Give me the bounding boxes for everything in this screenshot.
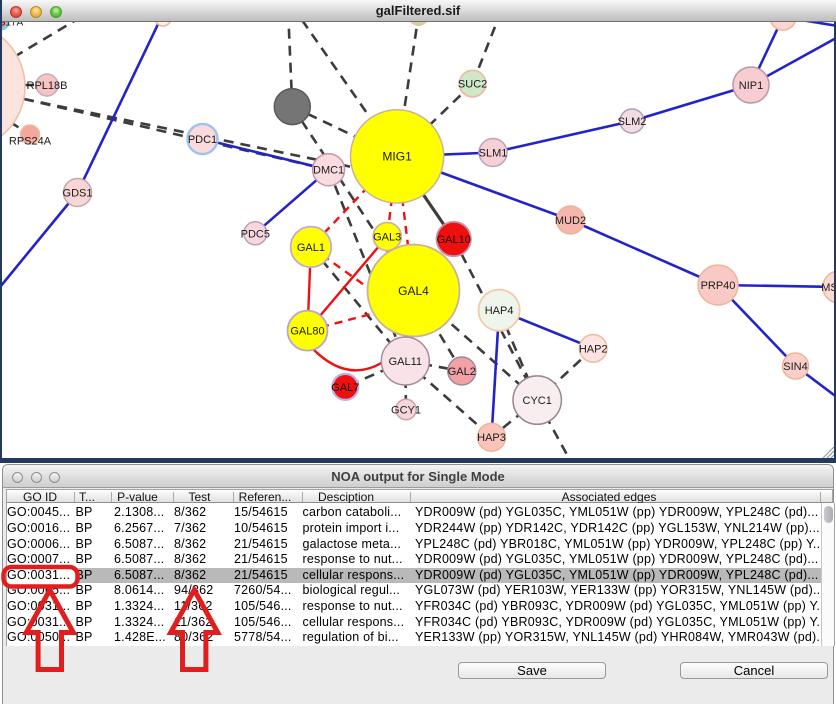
svg-text:GAL80: GAL80: [290, 326, 324, 338]
svg-text:CYC1: CYC1: [523, 395, 552, 407]
svg-text:GAL7: GAL7: [331, 382, 359, 394]
svg-text:SIN4: SIN4: [783, 361, 807, 373]
svg-text:SLM2: SLM2: [618, 116, 647, 128]
svg-text:SLM1: SLM1: [479, 148, 508, 160]
svg-text:HAP4: HAP4: [485, 305, 514, 317]
svg-text:GAL10: GAL10: [437, 234, 471, 246]
svg-text:MIG1: MIG1: [382, 150, 412, 164]
svg-text:PRP40: PRP40: [701, 280, 736, 292]
svg-text:SUC2: SUC2: [458, 79, 487, 91]
svg-text:NIP1: NIP1: [739, 80, 763, 92]
svg-text:GAL11: GAL11: [389, 356, 422, 368]
svg-text:GAL2: GAL2: [448, 366, 476, 378]
svg-text:PDC5: PDC5: [241, 228, 270, 240]
svg-text:PDC1: PDC1: [188, 134, 217, 146]
svg-text:GCY1: GCY1: [391, 405, 421, 417]
svg-text:GDS1: GDS1: [63, 188, 93, 200]
svg-text:MUD2: MUD2: [555, 215, 586, 227]
svg-text:GAL4: GAL4: [398, 284, 429, 298]
svg-text:MSN4: MSN4: [821, 282, 836, 294]
svg-text:HAP3: HAP3: [477, 432, 506, 444]
svg-text:GAL1: GAL1: [297, 242, 325, 254]
svg-text:RPS24A: RPS24A: [9, 136, 52, 148]
svg-text:GAL3: GAL3: [373, 232, 401, 244]
svg-text:HAP2: HAP2: [579, 343, 608, 355]
svg-text:DMC1: DMC1: [313, 165, 344, 177]
svg-text:RPL18B: RPL18B: [27, 80, 68, 92]
svg-text:RPS17A: RPS17A: [0, 22, 24, 29]
